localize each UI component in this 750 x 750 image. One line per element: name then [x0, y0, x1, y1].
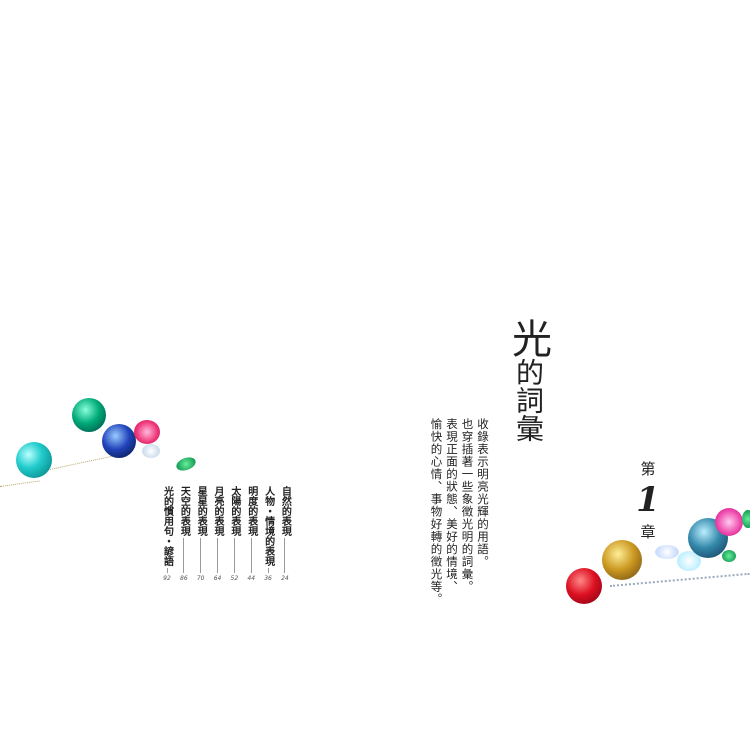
- gem-emerald: [742, 510, 750, 528]
- toc-label: 自然的表現: [279, 486, 291, 536]
- toc-label: 天空的表現: [178, 486, 190, 536]
- toc-item[interactable]: 明度的表現 44: [244, 486, 258, 582]
- gem-emerald: [174, 454, 198, 474]
- toc-page: 52: [230, 575, 239, 582]
- intro-line: 愉快的心情、事物好轉的徵光等。: [429, 418, 444, 606]
- toc-page: 64: [213, 575, 222, 582]
- table-of-contents: 自然的表現 24 人物・情境的表現 36 明度的表現 44 太陽的表現 52 月亮的表現…: [160, 486, 292, 582]
- toc-label: 太陽的表現: [228, 486, 240, 536]
- leader-line: [284, 538, 286, 573]
- chapter-label: 第 1 章: [636, 458, 660, 542]
- toc-page: 86: [180, 575, 188, 582]
- gem-pink: [715, 508, 743, 536]
- chapter-prefix: 第: [640, 460, 656, 478]
- toc-item[interactable]: 天空的表現 86: [177, 486, 191, 582]
- gem-pink: [134, 420, 160, 444]
- leader-line: [183, 538, 185, 573]
- gem-green: [72, 398, 106, 432]
- toc-item[interactable]: 星星的表現 70: [194, 486, 208, 582]
- page-title: 光的詞彙: [505, 318, 551, 442]
- leader-line: [166, 568, 168, 573]
- toc-item[interactable]: 太陽的表現 52: [227, 486, 241, 582]
- toc-page: 24: [281, 575, 289, 582]
- toc-label: 星星的表現: [195, 486, 207, 536]
- toc-page: 44: [247, 575, 256, 582]
- chapter-suffix: 章: [640, 523, 656, 541]
- gem-teal: [16, 442, 52, 478]
- intro-line: 也穿插著一些象徵光明的詞彙。: [460, 418, 475, 593]
- gem-opal: [142, 444, 160, 458]
- leader-line: [200, 538, 202, 573]
- gem-opal: [655, 545, 679, 559]
- toc-page: 92: [163, 575, 171, 582]
- chain: [0, 480, 40, 487]
- toc-item[interactable]: 光的慣用句・諺語 92: [160, 486, 174, 582]
- leader-line: [267, 568, 269, 573]
- toc-item[interactable]: 自然的表現 24: [278, 486, 292, 582]
- leader-line: [233, 538, 235, 573]
- intro-text: 收錄表示明亮光輝的用語。 也穿插著一些象徵光明的詞彙。 表現正面的狀態、美好的情…: [428, 418, 491, 606]
- chapter-number: 1: [636, 480, 660, 520]
- gem-blue: [102, 424, 136, 458]
- leader-line: [217, 538, 219, 573]
- toc-item[interactable]: 人物・情境的表現 36: [261, 486, 275, 582]
- gem-red: [566, 568, 602, 604]
- toc-item[interactable]: 月亮的表現 64: [211, 486, 225, 582]
- toc-label: 月亮的表現: [212, 486, 224, 536]
- gem-amber: [602, 540, 642, 580]
- toc-page: 70: [196, 575, 205, 582]
- gem-emerald: [722, 550, 736, 562]
- toc-page: 36: [264, 575, 272, 582]
- leader-line: [250, 538, 252, 573]
- toc-label: 明度的表現: [245, 486, 257, 536]
- intro-line: 收錄表示明亮光輝的用語。: [476, 418, 490, 568]
- toc-label: 光的慣用句・諺語: [161, 486, 173, 566]
- intro-line: 表現正面的狀態、美好的情境、: [445, 418, 459, 593]
- gem-opal: [677, 551, 701, 571]
- toc-label: 人物・情境的表現: [262, 486, 274, 566]
